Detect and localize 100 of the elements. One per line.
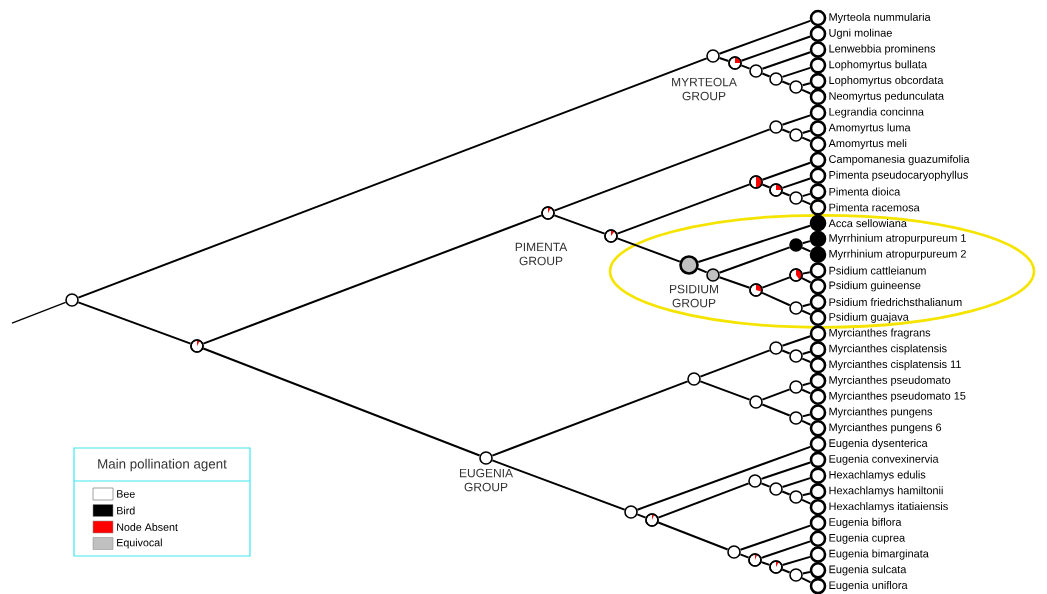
taxon-label: Hexachlamys hamiltonii: [829, 486, 943, 497]
tree-node: [789, 268, 803, 282]
taxon-label: Neomyrtus pedunculata: [829, 91, 944, 102]
branch: [801, 199, 812, 206]
branch: [616, 237, 681, 263]
branch: [636, 513, 647, 519]
branch: [491, 380, 689, 457]
branch: [801, 277, 812, 284]
branch: [553, 128, 771, 212]
taxon-label: Hexachlamys itatiaiensis: [829, 502, 948, 513]
branch: [77, 57, 708, 299]
branch: [761, 403, 791, 417]
tree-node: [748, 553, 762, 567]
branch: [699, 380, 751, 401]
taxon-label: Eugenia biflora: [829, 517, 902, 529]
branch: [697, 267, 708, 274]
branch: [801, 382, 811, 387]
branch: [781, 66, 812, 78]
tree-node: [749, 175, 763, 189]
tree-node: [706, 49, 720, 63]
tree-node: [728, 56, 742, 70]
taxon-label: Pimenta dioica: [829, 187, 901, 196]
taxon-label: Legrandia concinna: [829, 107, 924, 118]
group-label: PIMENTA GROUP: [515, 242, 568, 266]
taxon-label: Amomyrtus meli: [828, 139, 907, 150]
tree-node: [789, 380, 803, 394]
group-label: EUGENIA GROUP: [460, 468, 513, 492]
branch: [202, 214, 543, 345]
taxon-label: Myrcianthes pseudomato: [829, 375, 951, 387]
branch: [781, 555, 812, 567]
legend-title: Main pollination agent: [98, 458, 227, 472]
branch: [491, 459, 626, 511]
branch: [553, 214, 606, 235]
taxon-label: Myrcianthes cisplatensis 11: [829, 360, 961, 371]
tree-node: [769, 183, 783, 197]
legend-label: Node Absent: [117, 523, 178, 531]
branch: [801, 350, 812, 356]
taxon-label: Pimenta racemosa: [829, 203, 920, 212]
taxon-label: Myrteola nummularia: [829, 12, 931, 24]
tree-node: [769, 120, 783, 134]
taxon-label: Hexachlamys edulis: [829, 470, 926, 481]
branch: [801, 240, 811, 245]
branch: [760, 540, 812, 559]
tree-node: [789, 349, 803, 363]
branch: [801, 271, 811, 275]
branch: [760, 482, 771, 488]
branch: [761, 51, 812, 70]
branch: [801, 192, 812, 198]
branch: [801, 246, 812, 253]
tree-node: [769, 341, 783, 355]
branch: [760, 461, 812, 480]
branch: [781, 349, 791, 355]
tree-node: [65, 293, 79, 307]
tree-node: [645, 513, 659, 527]
branch: [718, 276, 751, 289]
taxon-label: Lophomyrtus bullata: [829, 60, 927, 71]
branch: [657, 482, 750, 519]
branch: [761, 161, 812, 181]
branch: [801, 303, 811, 308]
tree-node: [789, 568, 803, 582]
branch: [801, 309, 812, 316]
branch: [202, 347, 481, 457]
branch: [801, 88, 812, 95]
branch: [77, 301, 192, 345]
tree-node: [727, 545, 741, 559]
taxon-label: Eugenia sulcata: [829, 565, 907, 576]
branch: [740, 35, 812, 62]
taxon-label: Psidium cattleianum: [829, 266, 926, 275]
tree-node: [769, 72, 783, 86]
taxon-label: Lenwebbia prominens: [829, 44, 936, 55]
branch: [718, 246, 791, 274]
tree-node: [679, 255, 699, 275]
tree-node: [749, 395, 763, 409]
taxon-label: Myrcianthes fragrans: [829, 328, 931, 339]
branch: [616, 183, 751, 235]
taxon-label: Eugenia convexinervia: [829, 454, 939, 465]
taxon-label: Eugenia bimarginata: [829, 549, 929, 560]
branch: [740, 64, 751, 70]
branch: [801, 419, 812, 426]
tree-node: [749, 64, 763, 78]
branch: [699, 349, 771, 378]
taxon-label: Myrrhinium atropurpureum 1: [829, 233, 966, 245]
branch: [697, 224, 812, 263]
taxon-label: Eugenia dysenterica: [829, 438, 928, 450]
taxon-label: Psidium guajava: [829, 312, 909, 323]
tree-node: [769, 482, 783, 496]
branch: [718, 57, 730, 62]
branch: [781, 177, 812, 189]
tree-node: [479, 451, 493, 465]
branch: [761, 388, 791, 401]
branch: [781, 477, 812, 488]
branch: [760, 561, 771, 566]
taxon-label: Amomyrtus luma: [828, 123, 911, 134]
taxon-label: Ugni molinae: [829, 28, 892, 39]
tree-node: [687, 372, 701, 386]
taxon-label: Eugenia uniflora: [829, 581, 908, 592]
branch: [801, 388, 812, 395]
tree-node: [789, 411, 803, 425]
taxon-label: Lophomyrtus obcordata: [829, 76, 944, 87]
branch: [781, 128, 791, 134]
